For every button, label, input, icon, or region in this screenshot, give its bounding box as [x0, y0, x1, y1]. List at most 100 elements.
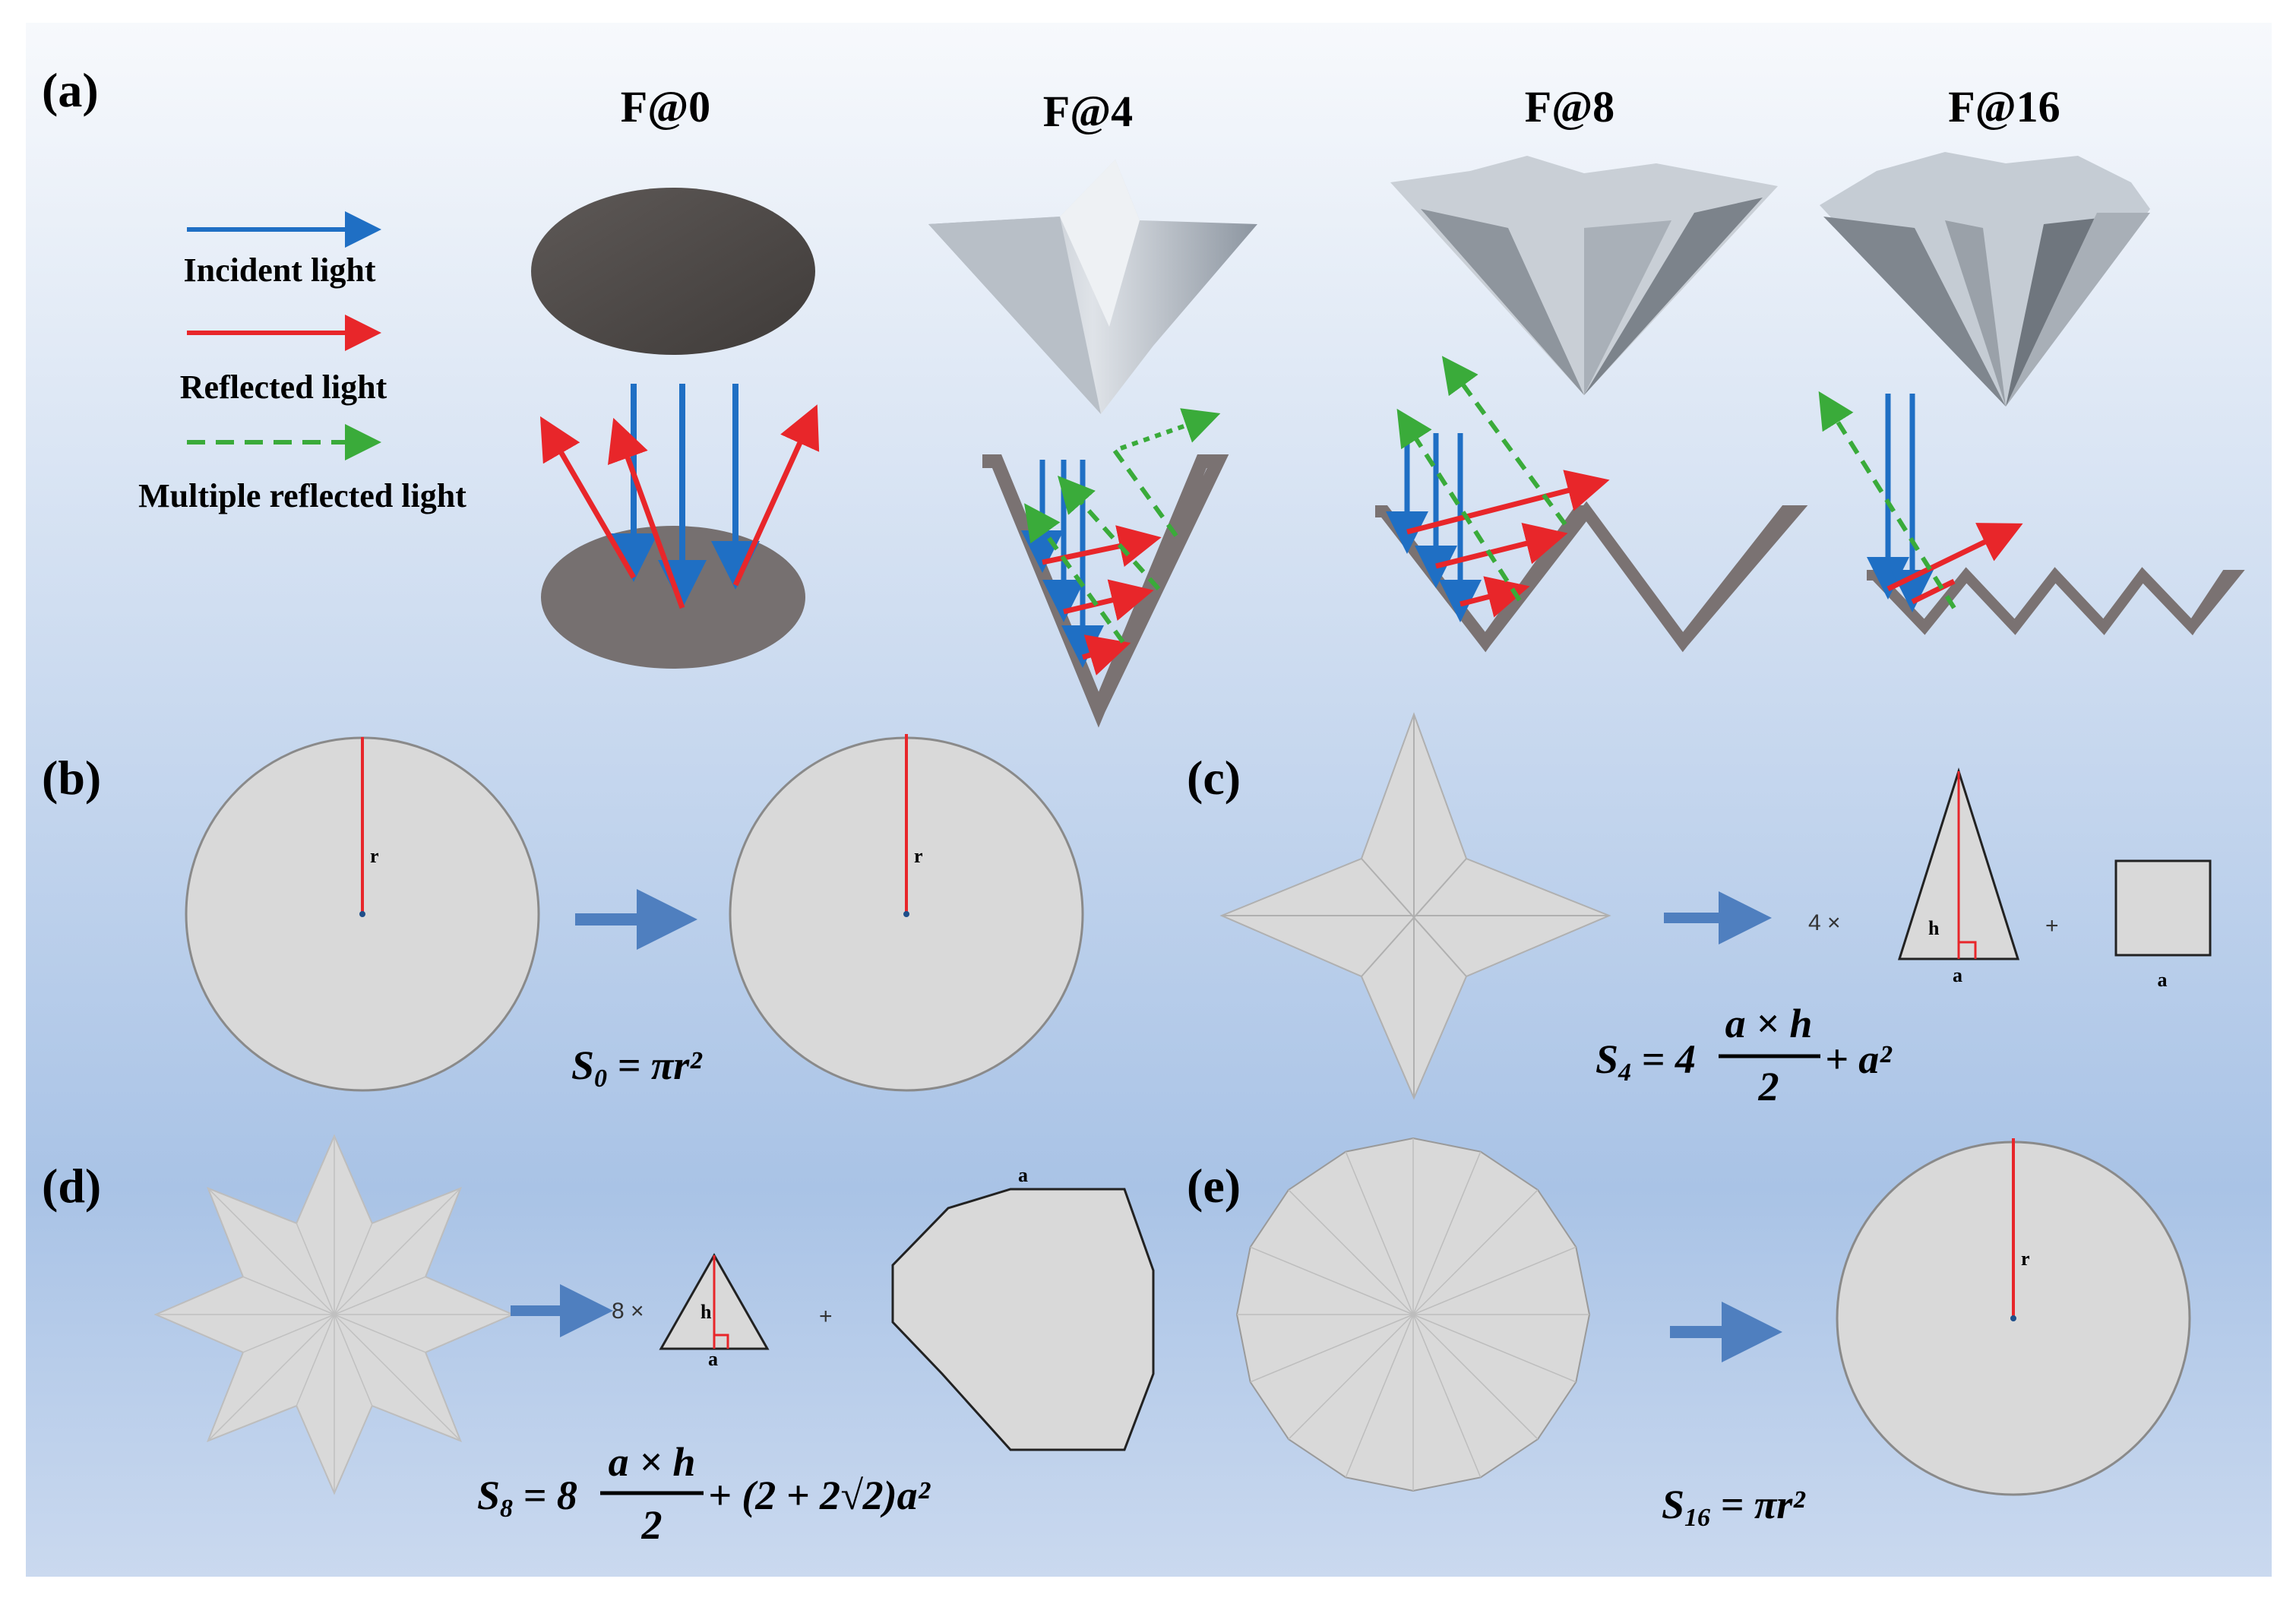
b-circle-right: r — [729, 734, 1084, 1092]
d-plus-label: + — [819, 1304, 833, 1329]
f16-reflected-2 — [1911, 578, 1956, 605]
sixteen-gon-spoke — [1288, 1314, 1414, 1440]
f16-multi-1 — [1818, 391, 1956, 609]
s8-tail: + (2 + 2√2)a² — [708, 1473, 931, 1518]
f0-illustration — [531, 188, 820, 669]
svg-text:S8 = 8: S8 = 8 — [477, 1473, 577, 1523]
c-plus-label: + — [2045, 913, 2059, 938]
title-f0: F@0 — [621, 82, 710, 131]
title-f16: F@16 — [1948, 82, 2060, 131]
c-a-label-tri: a — [1953, 964, 1962, 986]
star-spoke — [242, 1276, 335, 1315]
sixteen-gon-spoke — [1412, 1314, 1482, 1478]
panel-label-d: (d) — [42, 1159, 101, 1213]
svg-text:S4 = 4: S4 = 4 — [1595, 1036, 1696, 1087]
b-r-label-left: r — [370, 845, 379, 867]
f4-illustration — [928, 160, 1257, 728]
f4-reflected-2 — [1063, 579, 1154, 621]
star-spoke — [296, 1223, 335, 1315]
f16-reflected-1 — [1886, 523, 2023, 592]
star-spoke — [334, 1314, 426, 1353]
c-a-label-sq: a — [2158, 969, 2168, 991]
formula-s4: S4 = 4 a × h 2 + a² — [1595, 1001, 1893, 1109]
f4-multi-4 — [1120, 408, 1221, 451]
sixteen-gon-spoke — [1345, 1314, 1414, 1478]
c-square: a — [2114, 859, 2212, 991]
legend-multiple-label: Multiple reflected light — [138, 477, 466, 514]
star-spoke — [334, 1188, 461, 1315]
legend: Incident light Reflected light Multiple … — [138, 211, 466, 514]
d-a-label-oct: a — [1018, 1164, 1028, 1186]
star-spoke — [296, 1314, 335, 1406]
f16-groove — [1867, 567, 2245, 636]
star-spoke — [207, 1188, 335, 1315]
panel-label-e: (e) — [1187, 1159, 1241, 1213]
panel-label-a: (a) — [42, 63, 99, 117]
panel-label-b: (b) — [42, 751, 101, 805]
s4-numerator: a × h — [1725, 1001, 1813, 1046]
legend-incident-label: Incident light — [183, 252, 375, 289]
sixteen-gon-spoke — [1412, 1314, 1539, 1440]
c-h-label: h — [1928, 917, 1940, 939]
f8-pyramid-face-2 — [1584, 220, 1671, 395]
d-h-label: h — [701, 1301, 712, 1323]
b-circle-left: r — [185, 736, 540, 1092]
e-r-label: r — [2021, 1248, 2030, 1270]
f0-bottom-disk — [541, 526, 805, 669]
s4-denominator: 2 — [1758, 1064, 1779, 1109]
f4-reflected-1 — [1042, 525, 1162, 568]
f4-reflected-3 — [1081, 634, 1131, 676]
title-f4: F@4 — [1043, 87, 1133, 136]
formula-s16: S16 = πr² — [1662, 1482, 1806, 1532]
star-spoke — [334, 1276, 426, 1315]
f16-pyramid-face-2 — [1945, 220, 2006, 407]
d-octagon: a — [891, 1164, 1155, 1451]
s8-numerator: a × h — [609, 1439, 696, 1485]
e-sixteen-gon — [1235, 1137, 1591, 1492]
d-times-label: 8 × — [612, 1299, 644, 1324]
star-spoke — [207, 1314, 335, 1441]
c-times-label: 4 × — [1808, 910, 1841, 935]
f16-pyramid-face-4 — [2006, 213, 2150, 407]
star-spoke — [334, 1223, 373, 1315]
c-four-point-star — [1219, 712, 1611, 1100]
f4-pyramid-face — [1060, 160, 1140, 327]
e-circle: r — [1836, 1138, 2191, 1496]
d-eight-point-star — [153, 1134, 515, 1495]
sixteen-gon-spoke — [1412, 1189, 1539, 1315]
f0-reflected-1 — [539, 416, 637, 579]
f8-pyramid-face-3 — [1584, 198, 1763, 395]
f0-reflected-2 — [608, 417, 685, 609]
title-f8: F@8 — [1525, 82, 1614, 131]
f4-multi-3 — [1111, 447, 1178, 537]
f16-pyramid-face-1 — [1823, 217, 2006, 407]
star-spoke — [242, 1314, 335, 1353]
s8-denominator: 2 — [641, 1502, 663, 1548]
b-r-label-right: r — [914, 845, 923, 867]
star-spoke — [334, 1314, 373, 1406]
f4-pyramid-side — [928, 217, 1101, 414]
star-spoke — [334, 1314, 461, 1441]
f0-reflected-3 — [732, 404, 820, 587]
c-triangle: h a — [1897, 767, 2020, 986]
f4-multi-1 — [1024, 503, 1125, 644]
f8-reflected-3 — [1460, 576, 1530, 618]
f8-reflected-2 — [1435, 523, 1568, 569]
sixteen-gon-spoke — [1412, 1314, 1577, 1383]
f0-top-disk — [531, 188, 815, 355]
d-a-label-tri: a — [708, 1348, 718, 1370]
sixteen-gon-spoke — [1412, 1246, 1577, 1315]
f16-illustration — [1818, 152, 2245, 636]
sixteen-gon-spoke — [1345, 1151, 1414, 1315]
f8-pyramid-face-1 — [1421, 209, 1584, 395]
s4-tail: + a² — [1825, 1036, 1893, 1082]
f8-multi-1 — [1396, 408, 1522, 602]
panel-label-c: (c) — [1187, 751, 1241, 805]
sixteen-gon-spoke — [1288, 1189, 1414, 1315]
d-triangle: h a — [659, 1252, 770, 1370]
f8-illustration — [1375, 156, 1808, 653]
sixteen-gon-spoke — [1412, 1151, 1482, 1315]
f4-multi-2 — [1058, 476, 1161, 590]
formula-s0: S0 = πr² — [571, 1043, 703, 1093]
